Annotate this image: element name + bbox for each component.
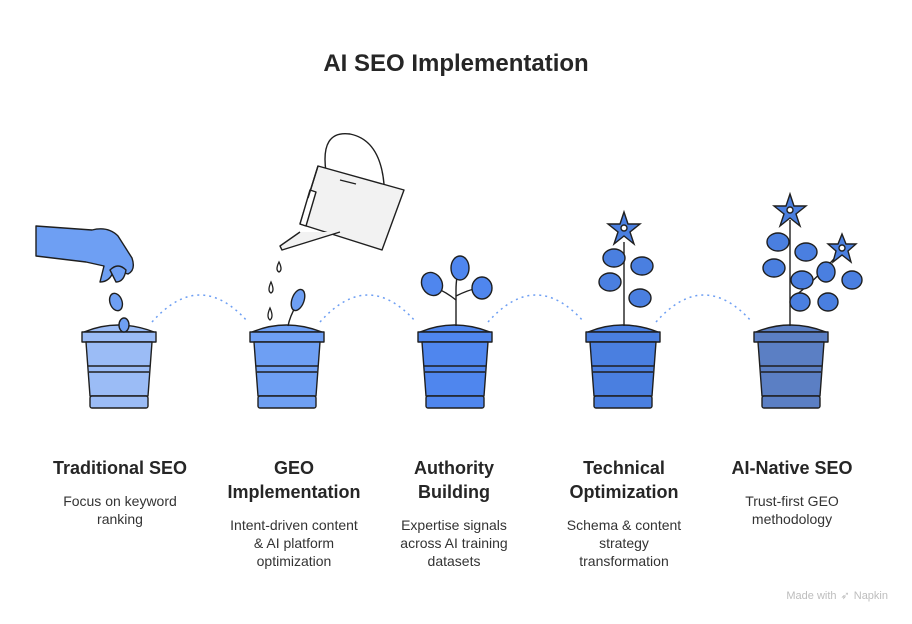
napkin-credit[interactable]: Made with ➶ Napkin [786,589,888,603]
connector-arcs [151,294,753,323]
credit-prefix: Made with [786,589,837,602]
blossom-icon [772,191,808,229]
small-sprout-icon [287,288,306,327]
water-drops [267,260,282,321]
stage-geo-implementation: GEO Implementation Intent-driven content… [209,456,379,570]
stage-authority-building: Authority Building Expertise signals acr… [369,456,539,570]
connector-arc-3 [487,294,585,323]
diagram-title: AI SEO Implementation [323,50,589,77]
sprout-icon [420,255,493,326]
stage-description: Intent-driven content & AI platform opti… [230,517,358,569]
pot-2 [249,324,325,409]
stage-technical-optimization: Technical Optimization Schema & content … [539,456,709,570]
stage-description: Schema & content strategy transformation [566,517,682,569]
napkin-logo-icon: ➶ [840,590,850,602]
pot-1 [81,324,157,409]
stage-traditional-seo: Traditional SEO Focus on keyword ranking [35,456,205,528]
stage-title: Authority Building [414,458,494,502]
connector-arc-1 [151,294,249,323]
stage-title: Technical Optimization [569,458,679,502]
hand-dropping-seeds-icon [35,225,135,333]
stage-description: Focus on keyword ranking [63,493,177,527]
connector-arc-2 [319,294,417,323]
watering-can-icon [279,133,405,251]
connector-arc-4 [655,294,753,323]
pot-3 [417,324,493,409]
stage-ai-native-seo: AI-Native SEO Trust-first GEO methodolog… [707,456,877,528]
full-bloom-plant-icon [762,191,863,326]
credit-brand: Napkin [853,589,888,602]
pot-4 [585,324,661,409]
stage-title: GEO Implementation [227,458,361,502]
stage-description: Expertise signals across AI training dat… [400,517,508,569]
blossom-icon [826,232,858,264]
stage-description: Trust-first GEO methodology [745,493,839,527]
blossom-icon [606,209,642,247]
stage-title: Traditional SEO [52,458,188,478]
pot-5 [753,324,829,409]
flowering-plant-icon [598,209,654,326]
stage-title: AI-Native SEO [731,458,853,478]
